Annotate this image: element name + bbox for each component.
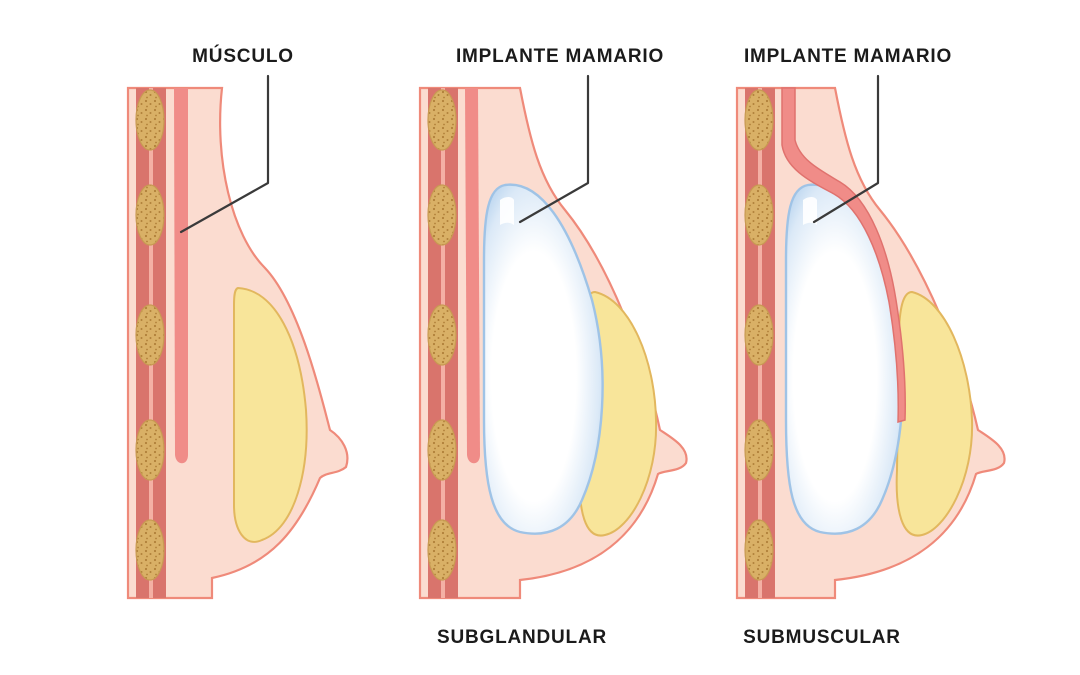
implant-highlight bbox=[803, 197, 817, 225]
pectoral-muscle bbox=[174, 88, 188, 464]
rib bbox=[135, 89, 165, 151]
rib bbox=[744, 519, 774, 581]
implant-leader-line bbox=[518, 74, 590, 224]
label-implant-submuscular: IMPLANTE MAMARIO bbox=[744, 46, 952, 67]
rib bbox=[135, 519, 165, 581]
pectoral-muscle bbox=[465, 88, 480, 464]
panel-submuscular: IMPLANTE MAMARIO SUBMUSCULAR bbox=[735, 46, 1006, 648]
rib bbox=[427, 519, 457, 581]
rib-group bbox=[744, 89, 774, 581]
rib bbox=[135, 419, 165, 481]
breast-implant bbox=[482, 183, 604, 535]
pectoral-muscle bbox=[781, 87, 906, 424]
rib bbox=[427, 89, 457, 151]
panel-normal-anatomy: MÚSCULO bbox=[126, 45, 349, 600]
rib bbox=[744, 304, 774, 366]
caption-submuscular: SUBMUSCULAR bbox=[743, 627, 901, 648]
panel-subglandular: IMPLANTE MAMARIO SUBGLANDULAR bbox=[418, 46, 688, 648]
rib bbox=[744, 184, 774, 246]
rib bbox=[427, 184, 457, 246]
mammary-gland bbox=[233, 286, 308, 543]
label-implant-subglandular: IMPLANTE MAMARIO bbox=[456, 46, 664, 67]
rib bbox=[135, 184, 165, 246]
rib bbox=[427, 304, 457, 366]
implant-highlight bbox=[500, 197, 514, 225]
rib bbox=[135, 304, 165, 366]
muscle-leader-line bbox=[179, 74, 270, 234]
rib-group bbox=[427, 89, 457, 581]
caption-subglandular: SUBGLANDULAR bbox=[437, 627, 607, 648]
rib bbox=[744, 419, 774, 481]
rib bbox=[744, 89, 774, 151]
rib-group bbox=[135, 89, 165, 581]
implant-leader-line bbox=[812, 74, 880, 224]
label-muscle: MÚSCULO bbox=[192, 45, 294, 67]
rib bbox=[427, 419, 457, 481]
